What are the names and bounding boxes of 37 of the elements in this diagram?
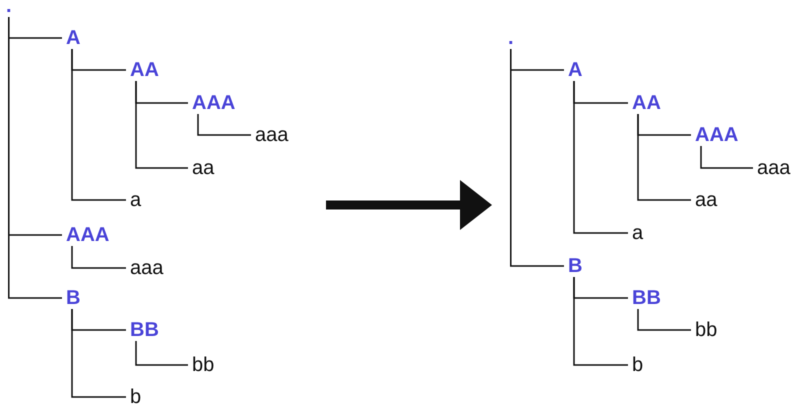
tree-connector bbox=[700, 146, 753, 169]
tree-connector bbox=[637, 309, 691, 331]
file-label: aaa bbox=[130, 257, 164, 279]
folder-label: BB bbox=[632, 287, 661, 309]
file-label: a bbox=[130, 189, 142, 211]
tree-connector bbox=[71, 246, 126, 269]
tree-connector bbox=[135, 81, 188, 169]
folder-label: AAA bbox=[66, 224, 110, 246]
folder-label: B bbox=[568, 255, 582, 277]
tree-connector bbox=[8, 17, 62, 299]
tree-connector bbox=[573, 81, 628, 234]
tree-connector bbox=[510, 49, 564, 267]
tree-connector bbox=[71, 309, 126, 398]
file-label: aa bbox=[695, 189, 718, 211]
folder-label: AAA bbox=[695, 124, 738, 146]
folder-label: BB bbox=[130, 319, 159, 341]
folder-label: B bbox=[66, 287, 80, 309]
tree-connector bbox=[637, 114, 691, 201]
file-label: a bbox=[632, 222, 644, 244]
tree-connector bbox=[197, 114, 251, 136]
folder-label: . bbox=[6, 0, 12, 17]
file-label: b bbox=[130, 386, 142, 408]
folder-label: . bbox=[508, 27, 514, 49]
folder-label: AAA bbox=[192, 92, 236, 114]
folder-label: AA bbox=[130, 59, 159, 81]
file-label: b bbox=[632, 354, 644, 376]
file-label: aaa bbox=[255, 124, 288, 146]
tree-connector bbox=[135, 341, 188, 366]
tree-connector bbox=[573, 277, 628, 366]
tree-connector bbox=[71, 49, 126, 201]
file-label: bb bbox=[192, 354, 214, 376]
file-label: aaa bbox=[757, 157, 790, 179]
folder-label: AA bbox=[632, 92, 661, 114]
folder-label: A bbox=[568, 59, 582, 81]
file-label: aa bbox=[192, 157, 214, 179]
folder-label: A bbox=[66, 27, 80, 49]
file-label: bb bbox=[695, 319, 718, 341]
